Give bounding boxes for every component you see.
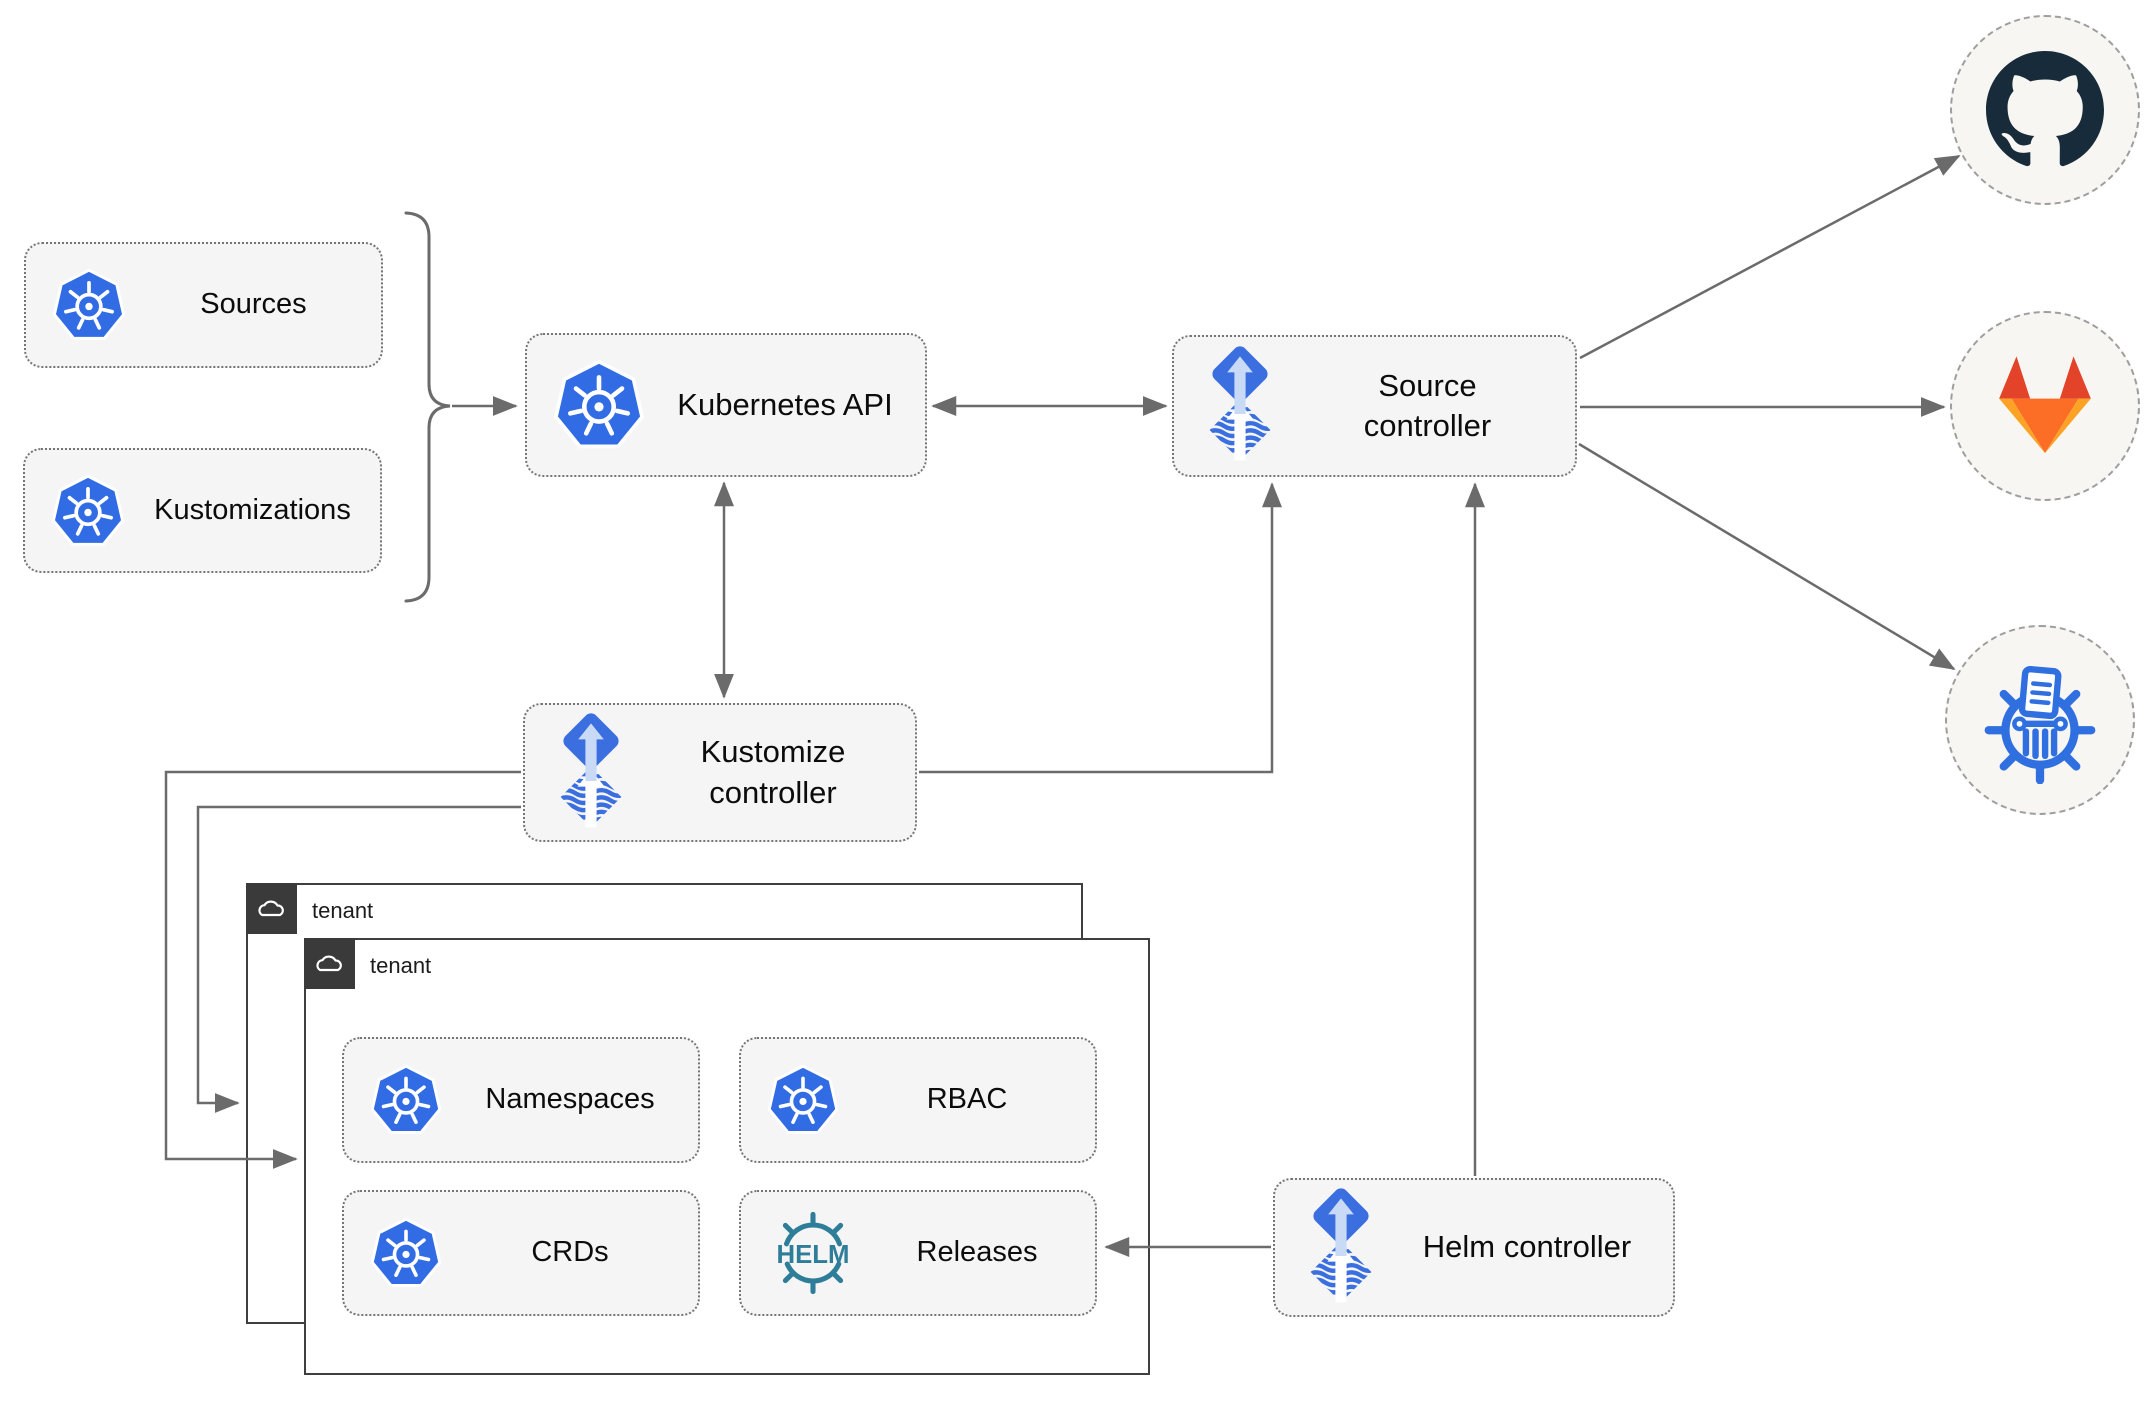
group-brace [404, 211, 451, 603]
kubernetes-icon [370, 1217, 442, 1289]
releases-label: Releases [916, 1236, 1038, 1269]
tenant-tab [303, 937, 355, 989]
namespaces-label: Namespaces [485, 1083, 655, 1116]
chartmuseum-icon [1976, 656, 2104, 784]
helm-icon: HELM [777, 1211, 850, 1295]
source-controller-node: Source controller [1172, 335, 1577, 477]
namespaces-node: Namespaces [342, 1037, 700, 1163]
kubernetes-icon [52, 268, 126, 342]
kubernetes-icon [51, 474, 125, 548]
sources-label: Sources [200, 288, 307, 321]
flux-icon [551, 712, 631, 834]
flux-icon [1200, 345, 1280, 467]
tenant-tab [245, 882, 297, 934]
releases-node: HELM Releases [739, 1190, 1097, 1316]
arrow-sourcectl-to-chartmuseum [1578, 442, 1956, 671]
tenant-label: tenant [370, 952, 432, 978]
source-controller-label: Source controller [1363, 367, 1492, 443]
cloud-icon [313, 950, 345, 976]
kubernetes-icon [767, 1064, 839, 1136]
tenant-label: tenant [312, 897, 374, 923]
arrow-kustomizectl-to-sourcectl [919, 482, 1282, 774]
kustomizations-node: Kustomizations [23, 448, 382, 573]
chartmuseum-endpoint [1945, 625, 2135, 815]
kubernetes-api-node: Kubernetes API [525, 333, 927, 477]
helm-controller-label: Helm controller [1422, 1229, 1632, 1265]
kubernetes-icon [553, 359, 645, 451]
gitlab-icon [1983, 349, 2107, 463]
kustomize-controller-label: Kustomize controller [700, 734, 846, 810]
sources-node: Sources [24, 242, 383, 368]
kubernetes-api-label: Kubernetes API [677, 386, 893, 422]
kustomize-controller-node: Kustomize controller [523, 703, 917, 842]
kubernetes-icon [370, 1064, 442, 1136]
arrow-sourcectl-to-github [1579, 154, 1961, 360]
crds-node: CRDs [342, 1190, 700, 1316]
flux-icon [1301, 1187, 1381, 1309]
rbac-node: RBAC [739, 1037, 1097, 1163]
crds-label: CRDs [531, 1236, 609, 1269]
gitlab-endpoint [1950, 311, 2140, 501]
kustomizations-label: Kustomizations [154, 493, 351, 526]
rbac-label: RBAC [926, 1083, 1008, 1116]
cloud-icon [255, 895, 287, 921]
github-icon [1986, 51, 2104, 169]
helm-wordmark: HELM [777, 1241, 850, 1269]
github-endpoint [1950, 15, 2140, 205]
helm-controller-node: Helm controller [1273, 1178, 1675, 1317]
